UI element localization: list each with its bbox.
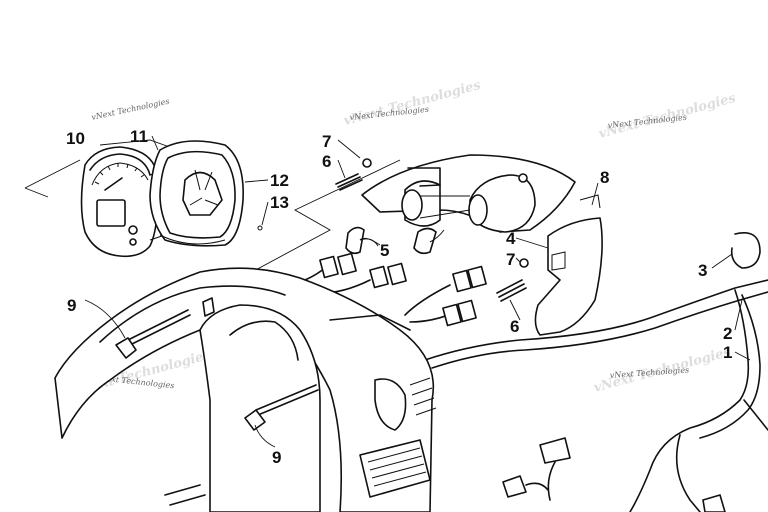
side-trim-bracket <box>534 194 603 336</box>
mounting-bolts <box>115 297 319 431</box>
callout-3: 3 <box>698 261 707 280</box>
hood-body <box>54 267 437 512</box>
harness-plugs-lower <box>164 437 571 506</box>
watermark-label-1: vNext Technologies <box>91 97 171 122</box>
gauge-housing <box>149 140 244 247</box>
bulb-sockets <box>345 226 445 255</box>
callout-12: 12 <box>270 171 289 190</box>
callout-11: 11 <box>130 127 148 146</box>
callout-7-lower: 7 <box>506 250 515 269</box>
housing-screw <box>257 225 263 231</box>
leader-lines <box>84 135 751 448</box>
callout-9-lower: 9 <box>272 448 281 467</box>
watermark-ghost-4: vNext Technologies <box>342 78 483 129</box>
wiring-harness <box>424 279 768 512</box>
callout-13: 13 <box>270 193 289 212</box>
callout-10: 10 <box>66 129 85 148</box>
adjuster-springs <box>335 173 527 302</box>
callout-6-upper: 6 <box>322 152 331 171</box>
callout-5: 5 <box>380 241 389 260</box>
callout-1: 1 <box>723 343 732 362</box>
headlight-upper-housing <box>361 154 576 233</box>
callout-labels: 1 2 3 4 5 6 6 7 7 8 9 9 10 11 12 13 <box>66 127 732 467</box>
callout-2: 2 <box>723 324 732 343</box>
callout-9-left: 9 <box>67 296 76 315</box>
clamp-ring <box>730 232 761 269</box>
callout-6-lower: 6 <box>510 317 519 336</box>
connector-plugs <box>289 252 487 327</box>
adjuster-nuts <box>362 158 529 268</box>
callout-7-upper: 7 <box>322 132 331 151</box>
callout-4: 4 <box>506 229 516 248</box>
callout-8: 8 <box>600 168 609 187</box>
